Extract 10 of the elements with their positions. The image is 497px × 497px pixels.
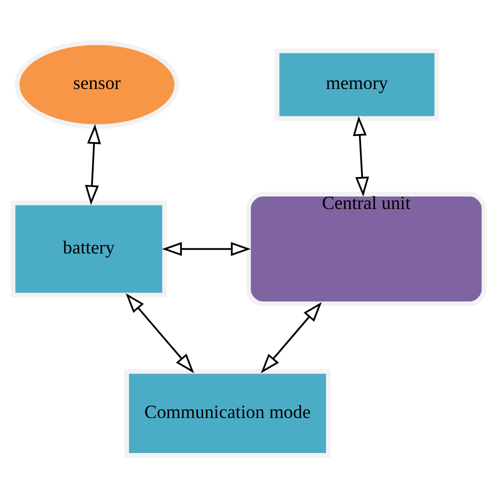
- arrow: [260, 302, 322, 373]
- node-box: memory: [274, 48, 440, 120]
- arrow: [352, 115, 370, 196]
- arrow: [126, 292, 194, 373]
- arrow: [162, 242, 251, 256]
- arrow: [85, 124, 101, 205]
- node-box: Communication mode: [124, 368, 331, 458]
- node-box: Central unit: [246, 191, 486, 306]
- node-ellipse: sensor: [14, 40, 180, 128]
- node-box: battery: [10, 200, 167, 297]
